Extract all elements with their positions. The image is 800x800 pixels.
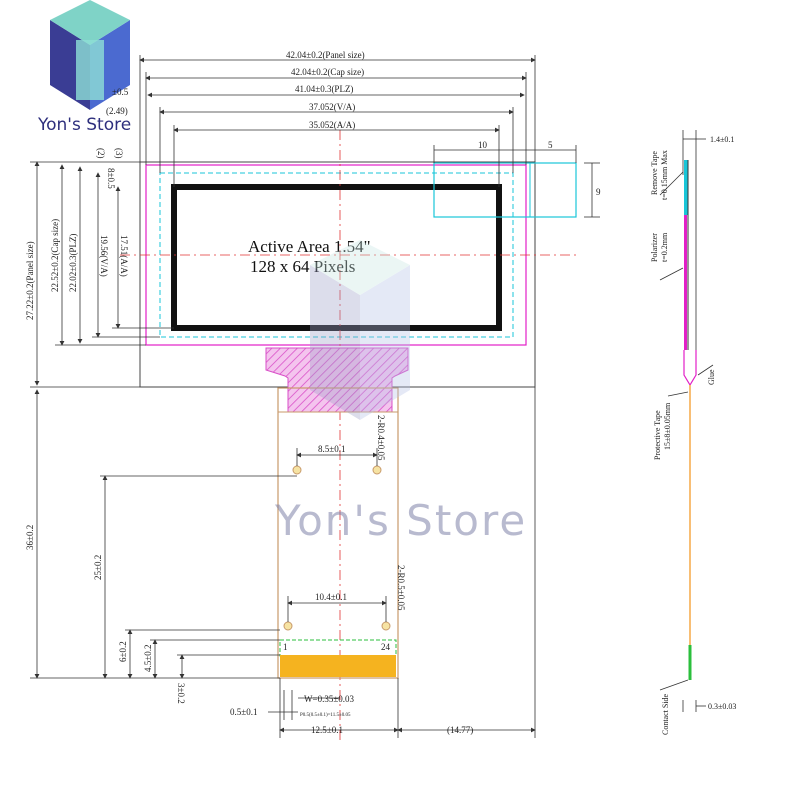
- brand-logo: [50, 0, 130, 110]
- fpc-dimension-lines: [268, 387, 536, 738]
- brand-name: Yon's Store: [37, 115, 131, 135]
- fpc-hole-right: [372, 465, 382, 475]
- dim-25: 25±0.2: [93, 555, 103, 580]
- left-dimension-lines: [30, 161, 297, 679]
- watermark-text: Yon's Store: [274, 496, 527, 545]
- dim-cap-height: 22.52±0.2(Cap size): [50, 219, 60, 292]
- side-thickness: 1.4±0.1: [710, 135, 734, 144]
- fpc-hole-bottom-left: [283, 621, 293, 631]
- dim-2: (2): [96, 148, 106, 159]
- dim-va: 37.052(V/A): [309, 102, 355, 112]
- side-view: [659, 130, 714, 712]
- dim-pitch: P0.5(0.5±0.1)=11.5±0.05: [300, 713, 351, 718]
- dim-aa: 35.052(A/A): [309, 120, 355, 130]
- side-glue: Glue: [707, 369, 716, 385]
- fpc-hole-bottom-right: [381, 621, 391, 631]
- resolution-label: 128 x 64 Pixels: [250, 257, 355, 276]
- dim-3b: 3±0.2: [176, 683, 186, 704]
- top-dimension-lines: [139, 55, 600, 218]
- pin-24-label: 24: [381, 642, 391, 652]
- dim-va-height: 19.56(V/A): [99, 235, 109, 277]
- dim-249: (2.49): [106, 106, 128, 116]
- dim-10: 10: [478, 140, 488, 150]
- fpc-hole-left: [292, 465, 302, 475]
- fpc-contact-pads: [280, 655, 396, 677]
- dim-pm05: ±0.5: [112, 87, 129, 97]
- dim-45: 4.5±0.2: [143, 645, 153, 672]
- side-contact-side: Contact Side: [661, 693, 670, 735]
- dim-aa-height: 17.51(A/A): [119, 235, 129, 277]
- fpc-tail: [277, 387, 399, 679]
- dim-8: 8±0.5: [106, 168, 116, 189]
- active-area-label: Active Area 1.54": [248, 237, 371, 256]
- side-protective-tape: Protective Tape: [653, 410, 662, 460]
- dim-1477: (14.77): [447, 725, 473, 735]
- dim-5: 5: [548, 140, 553, 150]
- side-protective-spec: 15±8±0.05mm: [663, 402, 672, 450]
- dim-125: 12.5±0.1: [311, 725, 343, 735]
- side-remove-tape: Remove Tape: [650, 151, 659, 195]
- side-polarizer: Polarizer: [650, 233, 659, 262]
- stiffener-outline: [279, 639, 397, 657]
- side-contact-thickness: 0.3±0.03: [708, 702, 736, 711]
- dim-plz: 41.04±0.3(PLZ): [295, 84, 353, 94]
- dim-104: 10.4±0.1: [315, 592, 347, 602]
- dim-width: W=0.35±0.03: [304, 694, 355, 704]
- dim-3: (3): [114, 148, 124, 159]
- dim-hole2: 2-R0.5±0.05: [396, 565, 406, 611]
- active-area-border: [171, 184, 502, 331]
- watermark-logo: [310, 240, 410, 420]
- dim-36: 36±0.2: [25, 525, 35, 550]
- dim-6: 6±0.2: [118, 641, 128, 662]
- side-polarizer-spec: t=0.2mm: [660, 232, 669, 262]
- dim-05: 0.5±0.1: [230, 707, 257, 717]
- side-remove-tape-spec: t=0.15mm Max: [660, 150, 669, 200]
- dim-9: 9: [596, 187, 601, 197]
- dim-hole1: 2-R0.4±0.05: [376, 415, 386, 461]
- dim-panel-size: 42.04±0.2(Panel size): [286, 50, 365, 60]
- dim-cap-size: 42.04±0.2(Cap size): [291, 67, 364, 77]
- dim-panel-height: 27.22±0.2(Panel size): [25, 241, 35, 320]
- pin-1-label: 1: [283, 642, 288, 652]
- callout-box: [433, 162, 577, 218]
- dim-85: 8.5±0.1: [318, 444, 345, 454]
- dim-plz-height: 22.02±0.3(PLZ): [68, 234, 78, 292]
